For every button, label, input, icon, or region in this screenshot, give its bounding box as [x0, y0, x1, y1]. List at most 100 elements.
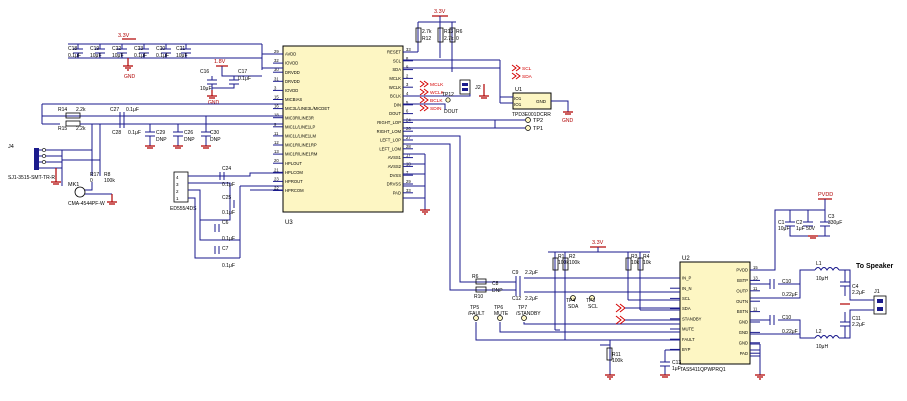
j4-part: SJ1-3515-SMT-TR-R	[8, 175, 55, 181]
u3-left-pin-name: HPLOUT	[285, 161, 302, 166]
u3-left-pin-name: HPLCOM	[285, 170, 303, 175]
u1-pin-io1: IO1	[514, 96, 522, 101]
u3-left-pin-number: 22	[274, 186, 279, 191]
r3-ref: R3	[631, 254, 638, 260]
c6-val: 0.1μF	[222, 236, 235, 242]
r10-ref: R10	[474, 294, 483, 300]
r11-val: 100k	[612, 358, 623, 364]
dout-label: DOUT	[444, 109, 458, 115]
j2-body	[459, 79, 471, 95]
u3-right-pin-number: 17	[406, 153, 411, 158]
c17-val: 0.1μF	[238, 76, 251, 82]
u2-left-pin-name: FAULT	[682, 337, 695, 342]
amplifier-u2: U2 TAS5411QPWPRQ1 IN_PIN_NSCLSDASTANDBYM…	[670, 256, 760, 373]
u2-body	[679, 261, 751, 365]
u3-left-pin-number: 13	[274, 149, 279, 154]
u3-left-pin-number: 20	[274, 158, 279, 163]
u3-left-pin-number: 16	[274, 104, 279, 109]
u3-right-pin-number: 8	[406, 56, 409, 61]
j3-part: ED555/4DS	[170, 206, 197, 212]
c30-ref: C30	[210, 130, 219, 136]
c6-ref: C6	[222, 220, 229, 226]
c4-ref: C4	[852, 284, 859, 290]
u3-right-pin-name: SCL	[393, 58, 402, 63]
u3-left-pin-name: MICBIAS	[285, 97, 302, 102]
c9-ref: C9	[512, 270, 519, 276]
u3-right-pin-name: AVSS1	[388, 155, 402, 160]
u3-right-pin-name: WCLK	[389, 85, 401, 90]
u2-right-pin-name: PVDD	[736, 268, 748, 273]
c12-val: 2.2μF	[525, 296, 538, 302]
r4-val: 10k	[643, 260, 652, 266]
mic-input-network: R14 2.2k R15 2.2k C27 0.1μF C28 0.1μF C2…	[41, 103, 283, 161]
fault-label: /FAULT	[468, 311, 485, 317]
rail-pvdd: PVDD	[818, 192, 833, 198]
tp1-label: TP1	[533, 126, 543, 132]
r15-val: 2.2k	[76, 126, 86, 132]
u3-right-pin-number: 9	[406, 65, 409, 70]
c1-val: 10μF	[778, 226, 790, 232]
u3-left-pin-name: MIC1R/LINE1RM	[285, 152, 318, 157]
c20-ref: C20	[156, 46, 165, 52]
u3-left-pin-number: 15	[274, 95, 279, 100]
drvdd-caps: 1.8V C16 10μF C17 0.1μF GND	[200, 59, 262, 106]
c13-ref: C13	[672, 360, 681, 366]
net-flag-label: BCLK	[430, 98, 443, 104]
u3-left-pin-name: MIC1L/LINE1LP	[285, 124, 315, 129]
r14-val: 2.2k	[76, 107, 86, 113]
net-flag-label: WCLK	[430, 90, 445, 96]
c30-val: DNP	[210, 137, 221, 143]
u2-right-pin-number: 11	[753, 286, 758, 291]
u3-left-pin-name: DRVDD	[285, 70, 300, 75]
u1-ref: U1	[515, 87, 522, 93]
u2-left-pin-name: BYP	[682, 347, 691, 352]
u3-left-pin-name: MIC3L/LINE3L/MICDET	[285, 106, 330, 111]
r16-val: 0	[90, 178, 93, 184]
c21-ref: C21	[176, 46, 185, 52]
net-flag-label: MCLK	[430, 82, 444, 88]
scl-flag-amp-icon	[615, 303, 626, 313]
u3-left-pin-name: DRVDD	[285, 79, 300, 84]
c23-ref: C23	[134, 46, 143, 52]
c20-val: 0.1μF	[156, 53, 169, 59]
u3-right-pin-number: 28	[406, 144, 411, 149]
u3-left-pin-number: 29	[274, 49, 279, 54]
u3-right-pin-name: RIGHT_LOM	[377, 129, 402, 134]
u1-part: TPD3E001DCRR	[512, 112, 551, 118]
rail-3v3-top: 3.3V	[118, 33, 130, 39]
net-flag-icon	[511, 72, 521, 80]
j2-ref: J2	[475, 85, 481, 91]
c28-val: 0.1μF	[128, 130, 141, 136]
u1-pin-gnd: GND	[536, 99, 547, 104]
c27-ref: C27	[110, 107, 119, 113]
tp1-point	[525, 125, 531, 131]
net-flag-label: SDIN	[430, 106, 442, 112]
speaker-label: To Speaker	[856, 263, 893, 270]
u3-label: U3	[285, 220, 293, 226]
gnd-label-drv: GND	[208, 100, 220, 106]
u3-right-pin-name: RESET	[387, 50, 401, 55]
u3-left-pin-number: 23	[274, 176, 279, 181]
u3-left-pin-number: 3	[274, 85, 277, 90]
net-flag-label: SCL	[522, 66, 532, 72]
jack-j4: J4 SJ1-3515-SMT-TR-R R17 0 R8 100k MK1 C…	[8, 144, 117, 207]
u3-right-pin-number: 29	[406, 179, 411, 184]
r1-val: 100k	[558, 260, 569, 266]
u1-pin-io2: IO1	[514, 102, 522, 107]
u3-left-pin-number: 30	[274, 67, 279, 72]
r2-val: 100k	[569, 260, 580, 266]
u3-left-pin-name: MIC1R/LINE1RP	[285, 143, 317, 148]
c22-ref: C22	[112, 46, 121, 52]
net-flag-icon	[511, 64, 521, 72]
u3-right-pin-number: 33	[406, 47, 411, 52]
gnd-label-u1: GND	[562, 118, 574, 124]
u3-right-pin-number: 5	[406, 100, 409, 105]
c19-val: 10μF	[90, 53, 102, 59]
r12-val: 2.7k	[444, 36, 454, 42]
c29-val: DNP	[156, 137, 167, 143]
r1-ref: R1	[558, 254, 565, 260]
u2-right-pin-number: 11	[753, 307, 758, 312]
u3-right-pin-name: SDA	[392, 67, 401, 72]
